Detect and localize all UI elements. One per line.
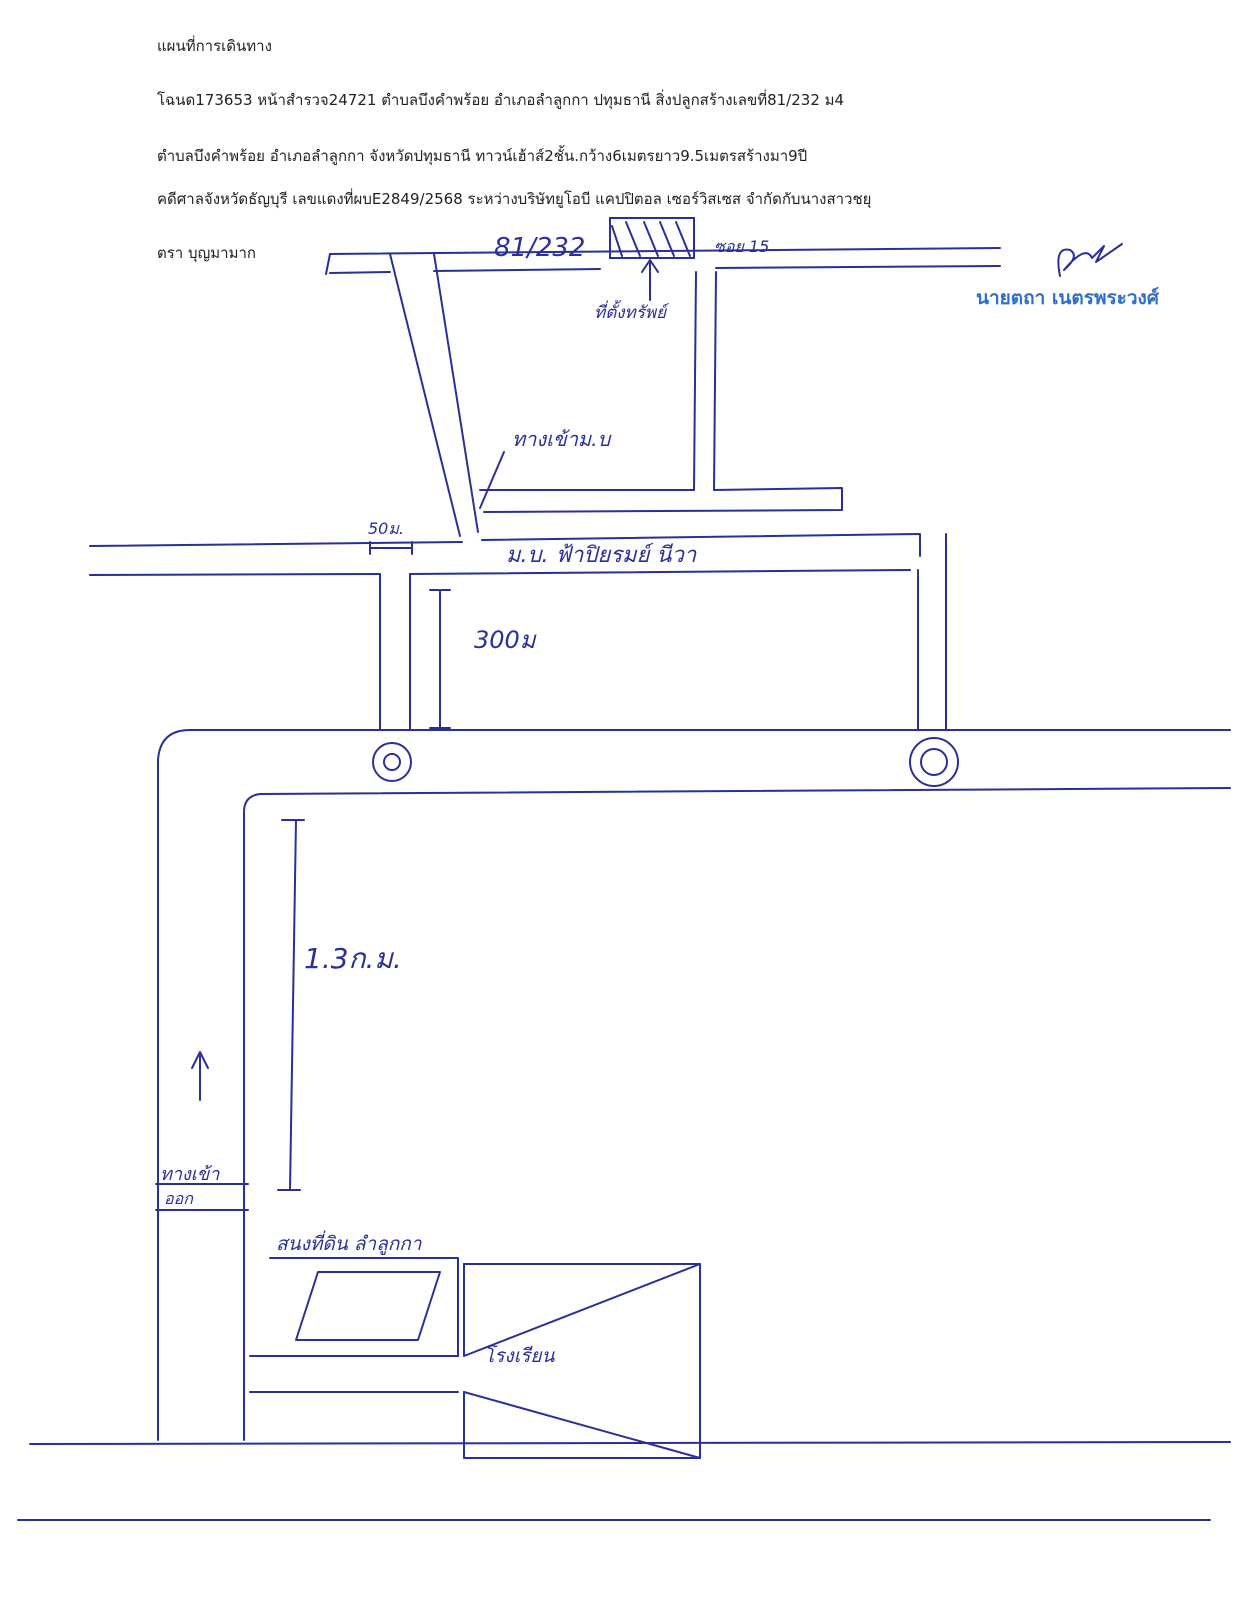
roundabout-right xyxy=(909,737,959,787)
entrance-road xyxy=(389,253,479,537)
distance-300-label: 300ม xyxy=(474,626,537,654)
deed-line: โฉนด173653 หน้าสำรวจ24721 ตำบลบึงคำพร้อย… xyxy=(157,91,845,109)
distance-50-marker xyxy=(369,541,413,555)
entrance-exit-box xyxy=(155,1183,249,1211)
defendant-line: ตรา บุญมามาก xyxy=(157,244,256,262)
signer-name: นายตถา เนตรพระวงศ์ xyxy=(976,287,1160,309)
house-number-label: 81/232 xyxy=(494,233,585,263)
main-highway xyxy=(157,729,1231,1441)
entrance-pointer xyxy=(479,451,505,509)
school xyxy=(463,1263,701,1459)
soi-label: ซอย 15 xyxy=(714,237,769,256)
roundabout-left xyxy=(372,742,412,782)
map-title: แผนที่การเดินทาง xyxy=(157,37,272,55)
property-arrow xyxy=(641,259,659,301)
distance-13km-label: 1.3ก.ม. xyxy=(304,942,402,975)
exit-label: ออก xyxy=(164,1189,194,1208)
land-office-label: สนงที่ดิน ลำลูกกา xyxy=(276,1230,423,1255)
bottom-roads xyxy=(17,1441,1231,1521)
property-label: ที่ตั้งทรัพย์ xyxy=(594,299,670,323)
property-box xyxy=(609,217,695,259)
direction-arrow xyxy=(191,1051,209,1101)
top-road xyxy=(325,247,1001,275)
village-name-label: ม.บ. ฟ้าปิยรมย์ นีวา xyxy=(506,542,697,568)
distance-50-label: 50ม. xyxy=(368,519,404,538)
village-road xyxy=(89,533,921,576)
signature xyxy=(1057,243,1123,277)
distance-13km-marker xyxy=(277,819,305,1191)
village-entrance-label: ทางเข้าม.บ xyxy=(512,427,612,451)
land-office xyxy=(249,1257,459,1393)
distance-300-marker xyxy=(429,589,451,729)
case-line: คดีศาลจังหวัดธัญบุรี เลขแดงที่ผบE2849/25… xyxy=(157,190,872,208)
location-line: ตำบลบึงคำพร้อย อำเภอลำลูกกา จังหวัดปทุมธ… xyxy=(157,147,808,165)
entrance-label: ทางเข้า xyxy=(160,1164,220,1185)
school-label: โรงเรียน xyxy=(484,1344,556,1367)
soi-15-road xyxy=(479,271,843,513)
connector-roads xyxy=(379,533,947,731)
